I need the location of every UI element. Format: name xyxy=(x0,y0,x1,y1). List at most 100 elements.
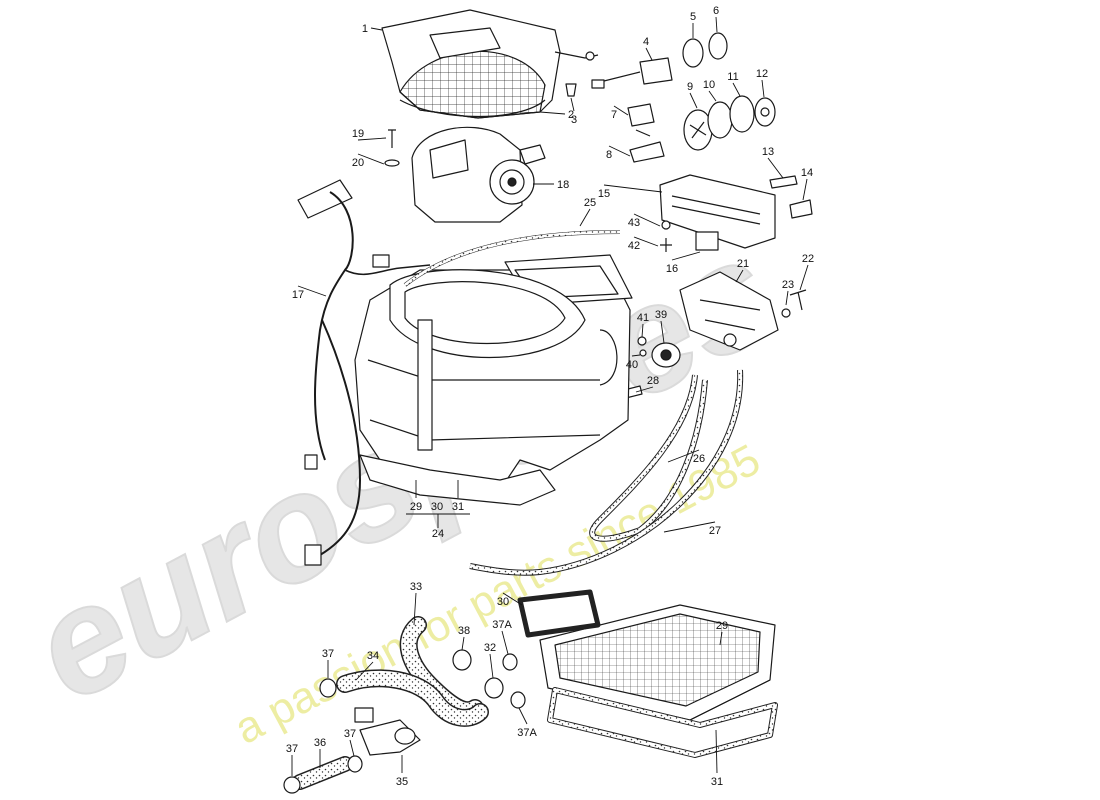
callout-26: 26 xyxy=(693,453,705,465)
leader-line-16 xyxy=(671,251,701,261)
callout-3: 3 xyxy=(571,114,577,126)
leader-line-34 xyxy=(355,661,374,681)
leader-line-4 xyxy=(645,47,653,61)
callout-20: 20 xyxy=(352,157,364,169)
callout-37: 37 xyxy=(322,648,334,660)
callout-21: 21 xyxy=(737,258,749,270)
leader-line-37A xyxy=(518,707,528,725)
callout-39: 39 xyxy=(655,309,667,321)
callout-1: 1 xyxy=(362,23,368,35)
callout-37: 37 xyxy=(286,743,298,755)
leader-line-39 xyxy=(660,320,665,344)
callout-24: 24 xyxy=(432,528,444,540)
heater-box xyxy=(354,254,633,506)
switch-parts xyxy=(591,32,776,163)
screw-19 xyxy=(388,129,396,148)
callout-32: 32 xyxy=(484,642,496,654)
valve-35 xyxy=(354,707,421,756)
callout-30: 30 xyxy=(431,501,443,513)
leader-line-8 xyxy=(608,145,631,157)
leader-line-31 xyxy=(715,729,718,774)
leader-line-17 xyxy=(297,285,327,297)
callout-17: 17 xyxy=(292,289,304,301)
callout-4: 4 xyxy=(643,36,649,48)
washer-20 xyxy=(384,159,400,167)
leader-line-33 xyxy=(413,592,417,626)
callout-5: 5 xyxy=(690,11,696,23)
callout-14: 14 xyxy=(801,167,813,179)
callout-40: 40 xyxy=(626,359,638,371)
callout-42: 42 xyxy=(628,240,640,252)
callout-9: 9 xyxy=(687,81,693,93)
leader-line-23 xyxy=(785,290,789,306)
callout-6: 6 xyxy=(713,5,719,17)
leader-lines xyxy=(291,16,809,776)
leader-line-3 xyxy=(570,97,575,112)
clamp-32 xyxy=(484,677,504,699)
callout-31: 31 xyxy=(452,501,464,513)
leader-line-1 xyxy=(370,27,383,31)
heater-core xyxy=(539,604,776,721)
leader-line-21 xyxy=(735,269,744,283)
leader-line-9 xyxy=(689,92,698,109)
clamp-37a xyxy=(319,678,337,698)
leader-line-14 xyxy=(802,178,808,201)
callout-10: 10 xyxy=(703,79,715,91)
leader-line-42 xyxy=(633,236,659,247)
leader-line-41 xyxy=(641,323,644,338)
clamp-37A-top xyxy=(502,653,518,671)
callout-38: 38 xyxy=(458,625,470,637)
part-drawings xyxy=(283,9,813,794)
leader-line-43 xyxy=(633,213,661,227)
knob-39 xyxy=(623,336,681,399)
clamp-37b xyxy=(283,776,301,794)
leader-line-15 xyxy=(603,184,663,193)
callout-18: 18 xyxy=(557,179,569,191)
leader-line-40 xyxy=(631,354,641,357)
callout-34: 34 xyxy=(367,650,379,662)
callout-33: 33 xyxy=(410,581,422,593)
callout-15: 15 xyxy=(598,188,610,200)
leader-line-25 xyxy=(579,208,591,227)
leader-line-12 xyxy=(761,79,765,98)
leader-line-30 xyxy=(502,592,523,606)
leader-line-32 xyxy=(489,653,494,679)
group-bracket xyxy=(406,513,470,528)
callout-41: 41 xyxy=(637,312,649,324)
blower-cover xyxy=(381,9,599,119)
callout-35: 35 xyxy=(396,776,408,788)
leader-line-13 xyxy=(767,157,784,179)
leader-line-37A xyxy=(501,630,509,655)
callout-37A: 37A xyxy=(492,619,512,631)
seal-30 xyxy=(517,589,601,638)
control-bracket xyxy=(659,174,813,252)
callout-12: 12 xyxy=(756,68,768,80)
leader-line-29 xyxy=(719,631,723,646)
leader-line-38 xyxy=(461,636,465,651)
leader-line-11 xyxy=(732,82,741,97)
callout-25: 25 xyxy=(584,197,596,209)
callout-27: 27 xyxy=(709,525,721,537)
leader-line-22 xyxy=(799,264,809,291)
clamp-37c xyxy=(347,755,363,773)
callout-13: 13 xyxy=(762,146,774,158)
leader-line-27 xyxy=(663,521,716,533)
clip-part xyxy=(565,83,577,97)
callout-11: 11 xyxy=(727,71,738,83)
wiring-harness xyxy=(297,179,431,566)
callout-37A: 37A xyxy=(517,727,537,739)
callout-43: 43 xyxy=(628,217,640,229)
callout-22: 22 xyxy=(802,253,814,265)
clamp-38 xyxy=(452,649,472,671)
leader-line-6 xyxy=(715,16,718,33)
callout-7: 7 xyxy=(611,109,617,121)
clamp-37A-bottom xyxy=(510,691,526,709)
callout-36: 36 xyxy=(314,737,326,749)
leader-line-20 xyxy=(357,153,385,165)
callout-2: 2 xyxy=(568,109,574,121)
leader-line-37 xyxy=(349,739,355,757)
leader-line-2 xyxy=(539,111,566,115)
